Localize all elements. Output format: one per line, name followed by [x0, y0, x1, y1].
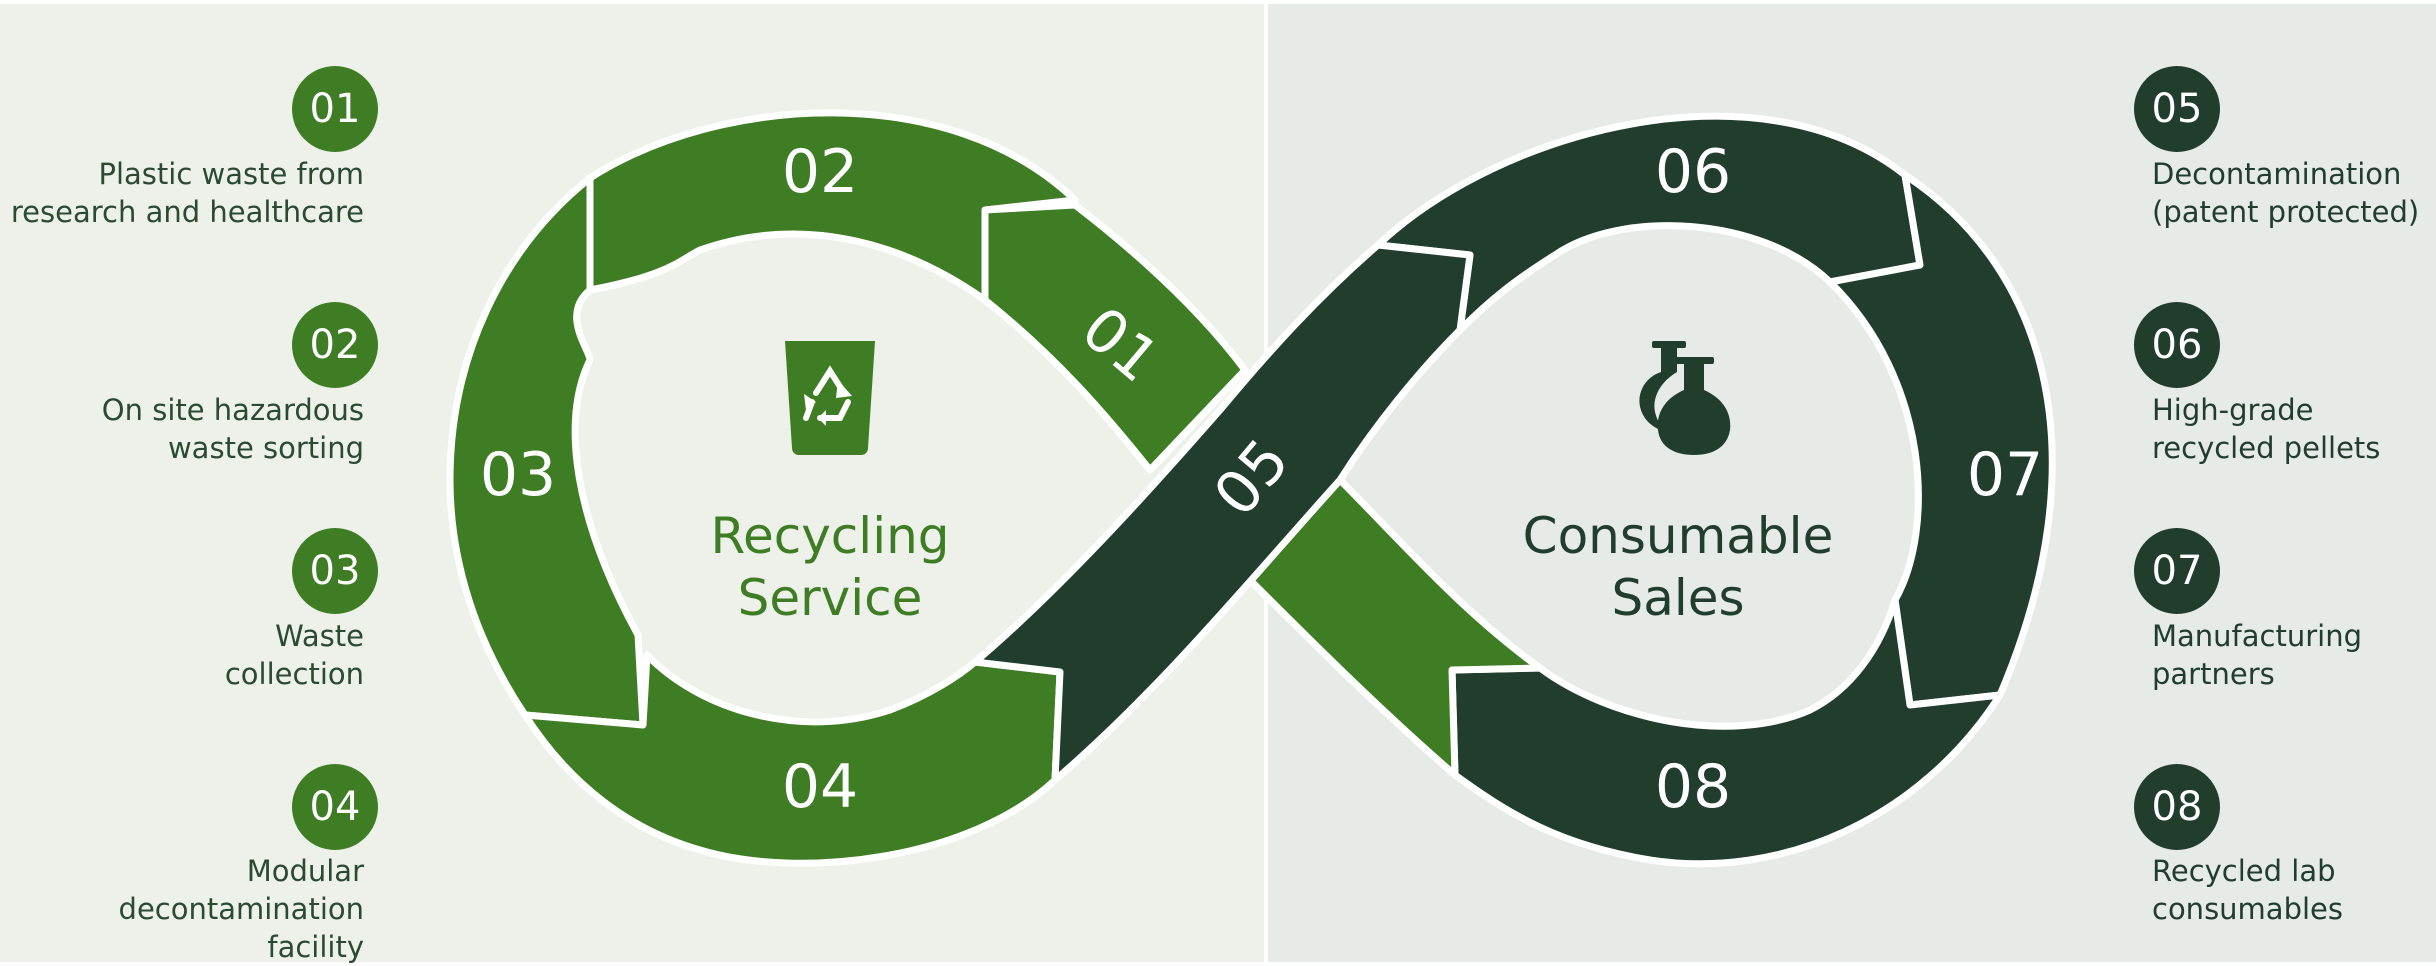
- step-caption-03: Waste collection: [225, 617, 364, 693]
- consumable-sales-title-line-1: Consumable: [1523, 507, 1834, 565]
- step-badge-07: 07: [2134, 528, 2220, 614]
- step-badge-02: 02: [292, 302, 378, 388]
- step-badge-03: 03: [292, 528, 378, 614]
- recycle-bin-icon: [785, 341, 875, 455]
- recycling-service-title-line-1: Recycling: [710, 507, 949, 565]
- caption-line: facility: [267, 930, 364, 964]
- caption-line: recycled pellets: [2152, 431, 2381, 465]
- step-caption-06: High-grade recycled pellets: [2152, 391, 2380, 467]
- segment-04: [521, 651, 1064, 867]
- caption-line: On site hazardous: [101, 393, 364, 427]
- segment-label-02: 02: [782, 137, 858, 207]
- lab-flask-icon: [1639, 341, 1731, 455]
- step-badge-06: 06: [2134, 302, 2220, 388]
- step-badge-04: 04: [292, 764, 378, 850]
- segment-label-07: 07: [1967, 440, 2043, 510]
- step-caption-07: Manufacturing partners: [2152, 617, 2362, 693]
- caption-line: (patent protected): [2152, 195, 2420, 229]
- caption-line: collection: [224, 657, 364, 691]
- segment-label-08: 08: [1655, 752, 1731, 822]
- step-badge-01: 01: [292, 66, 378, 152]
- segment-06: [1374, 112, 1924, 334]
- segment-right-lower-green: [1246, 476, 1544, 779]
- segment-01: [981, 201, 1249, 474]
- bottom-border: [0, 962, 2436, 966]
- step-badge-05: 05: [2134, 66, 2220, 152]
- caption-line: Recycled lab: [2152, 854, 2336, 888]
- recycling-service-title-line-2: Service: [738, 569, 923, 627]
- caption-line: Waste: [275, 619, 364, 653]
- caption-line: partners: [2152, 657, 2275, 691]
- step-caption-02: On site hazardous waste sorting: [102, 391, 364, 467]
- caption-line: decontamination: [118, 892, 364, 926]
- caption-line: waste sorting: [167, 431, 364, 465]
- caption-line: High-grade: [2152, 393, 2314, 427]
- caption-line: Modular: [246, 854, 364, 888]
- step-caption-04: Modular decontamination facility: [119, 852, 364, 966]
- consumable-sales-title-line-2: Sales: [1611, 569, 1744, 627]
- caption-line: Manufacturing: [2152, 619, 2362, 653]
- caption-line: Decontamination: [2152, 157, 2402, 191]
- top-border: [0, 0, 2436, 4]
- segment-05: [971, 241, 1474, 784]
- step-caption-08: Recycled lab consumables: [2152, 852, 2343, 928]
- caption-line: research and healthcare: [10, 195, 364, 229]
- segment-02: [586, 109, 1079, 304]
- segment-03: [446, 174, 647, 729]
- segment-label-03: 03: [480, 440, 556, 510]
- segment-label-04: 04: [782, 752, 858, 822]
- caption-line: consumables: [2152, 892, 2343, 926]
- step-caption-01: Plastic waste from research and healthca…: [11, 155, 364, 231]
- step-caption-05: Decontamination (patent protected): [2152, 155, 2419, 231]
- step-badge-08: 08: [2134, 764, 2220, 850]
- caption-line: Plastic waste from: [98, 157, 364, 191]
- segment-label-06: 06: [1655, 137, 1731, 207]
